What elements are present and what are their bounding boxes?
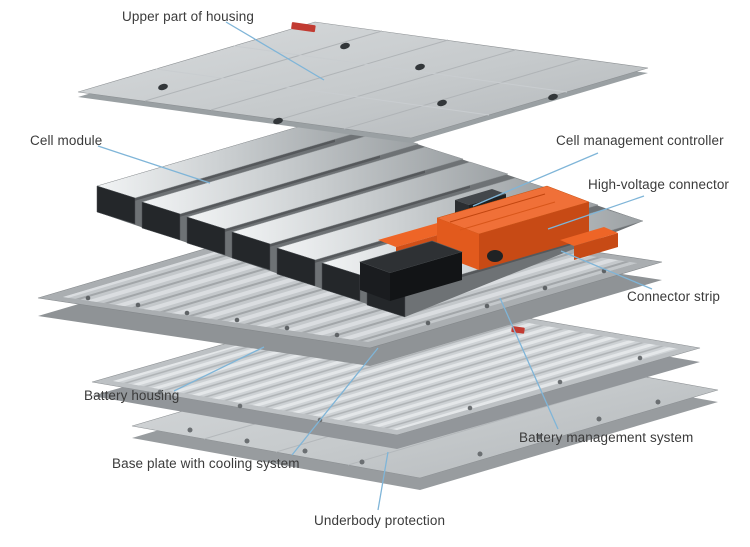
connector-strip-front [574, 233, 618, 260]
label-cell-module: Cell module [30, 133, 103, 148]
cell-module [141, 131, 419, 241]
cell-module-endplate [96, 185, 136, 225]
seam-line [210, 39, 449, 111]
label-high-voltage-connector: High-voltage connector [588, 177, 730, 192]
cell-module-endplate [231, 231, 271, 271]
label-cell-management-controller: Cell management controller [556, 133, 724, 148]
label-connector-strip: Connector strip [627, 289, 721, 304]
cell-module-endplate [321, 262, 361, 302]
upper-housing-layer [77, 21, 649, 143]
hv-connector-port [487, 250, 503, 262]
leader-battery-management-system [499, 297, 559, 430]
battery-housing-bolts [85, 268, 607, 338]
connector-strip-part [560, 227, 618, 260]
bms-front-right [390, 252, 462, 301]
leader-cell-management-controller [472, 152, 599, 207]
hv-connector-rib [449, 193, 546, 223]
hv-connector-rib [459, 201, 556, 231]
cell-module [231, 161, 509, 271]
cmc-top [455, 189, 506, 205]
leader-high-voltage-connector [547, 195, 645, 230]
cell-module [96, 115, 374, 225]
housing-fasteners [158, 42, 558, 125]
cell-module-endplate [141, 201, 181, 241]
leader-base-plate [291, 347, 379, 456]
hv-connector-front-right [479, 202, 589, 270]
seam-line [144, 30, 383, 102]
underbody-bolts [187, 399, 661, 465]
cell-module-endplate [276, 247, 316, 287]
label-battery-housing: Battery housing [84, 388, 180, 403]
battery-management-system-unit [359, 240, 463, 301]
seam-line [155, 68, 490, 116]
seam-line [233, 45, 568, 93]
leader-underbody-protection [377, 451, 389, 511]
leader-cell-module [97, 145, 211, 184]
base-plate-layer [91, 294, 701, 449]
connector-strip-top [560, 227, 618, 246]
label-battery-management-system: Battery management system [519, 430, 694, 445]
label-upper-housing: Upper part of housing [122, 9, 254, 24]
base-plate-corrugation [113, 300, 679, 430]
leader-upper-housing [225, 21, 325, 81]
cell-module [186, 146, 464, 256]
leader-connector-strip [560, 250, 653, 290]
label-base-plate: Base plate with cooling system [112, 456, 300, 471]
leader-lines [97, 21, 653, 511]
cell-module-endplate [186, 216, 226, 256]
warning-sticker [291, 22, 316, 33]
seam-line [277, 49, 516, 121]
seam-line [343, 58, 582, 130]
bms-front-left [360, 262, 390, 301]
leader-battery-housing [173, 346, 265, 392]
label-underbody-protection: Underbody protection [314, 513, 446, 528]
upper-housing-top-face [77, 21, 649, 139]
